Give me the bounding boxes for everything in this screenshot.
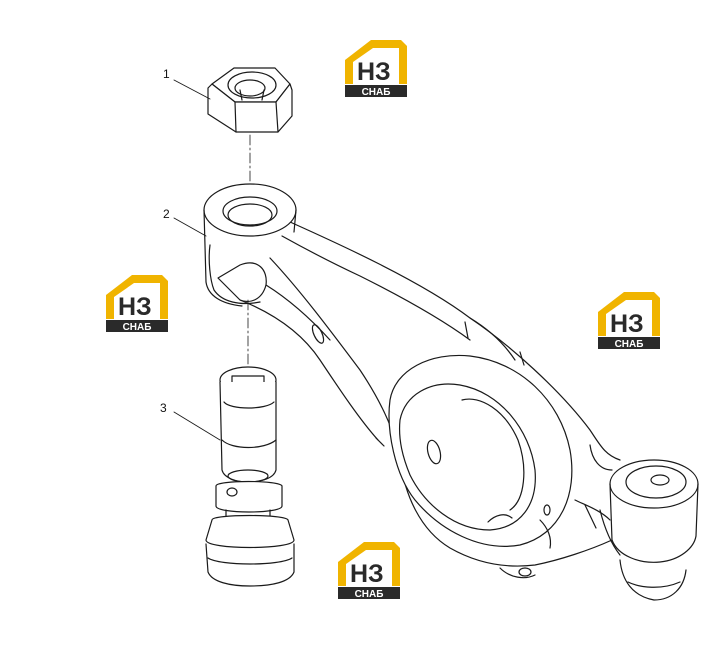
- logo-caption: СНАБ: [615, 339, 644, 350]
- watermark-logo: НЗ СНАБ: [596, 290, 660, 350]
- watermark-logo: НЗ СНАБ: [104, 273, 168, 333]
- logo-letters: НЗ: [118, 293, 152, 321]
- callout-3: 3: [160, 401, 167, 415]
- watermark-logo: НЗ СНАБ: [343, 38, 407, 98]
- rocker-arm: [203, 183, 699, 601]
- adjusting-screw: [205, 366, 295, 587]
- callout-2: 2: [163, 207, 170, 221]
- logo-caption: СНАБ: [362, 87, 391, 98]
- logo-letters: НЗ: [610, 310, 644, 338]
- callout-1: 1: [163, 67, 170, 81]
- watermark-logo: НЗ СНАБ: [336, 540, 400, 600]
- hex-nut: [207, 67, 293, 133]
- leader-lines: [173, 79, 221, 441]
- logo-letters: НЗ: [350, 560, 384, 588]
- logo-letters: НЗ: [357, 58, 391, 86]
- logo-caption: СНАБ: [123, 322, 152, 333]
- logo-caption: СНАБ: [355, 589, 384, 600]
- centerline: [247, 134, 251, 373]
